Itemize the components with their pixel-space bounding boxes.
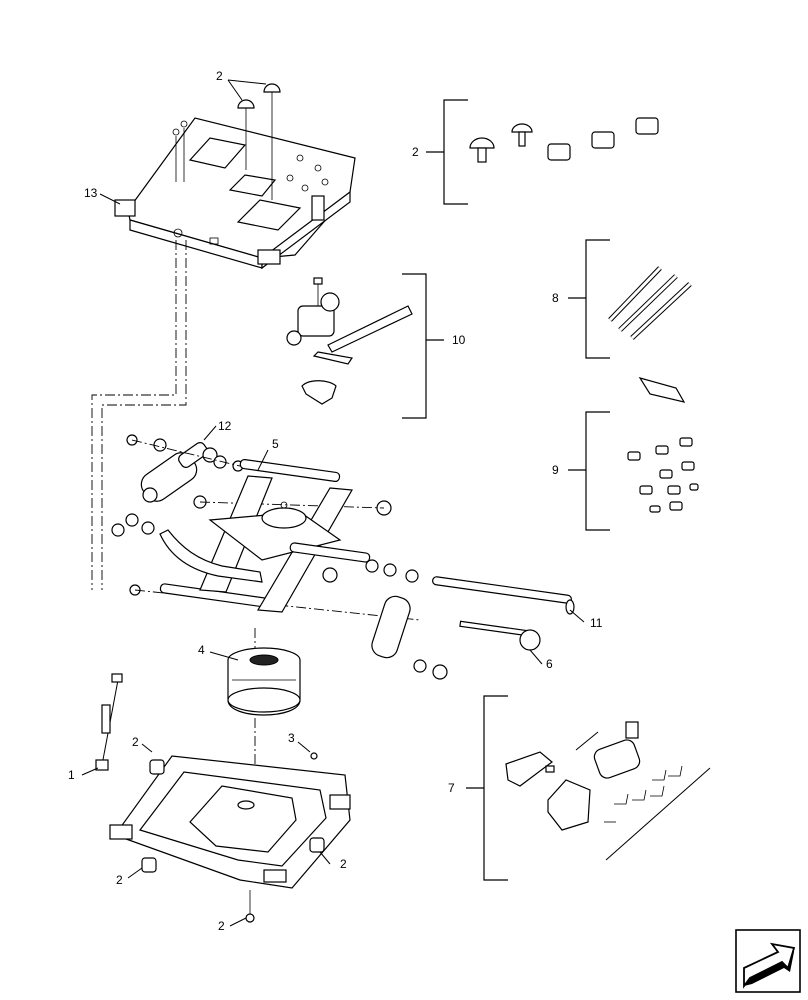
callout-13: 13 [84, 186, 98, 200]
callout-12: 12 [218, 419, 232, 433]
leader-lines [81, 79, 585, 927]
callout-8: 8 [552, 291, 559, 305]
callout-7: 7 [448, 781, 455, 795]
adjuster-knob [459, 620, 541, 651]
bushings-washers [111, 434, 448, 680]
height-adjust-valve-lever [286, 277, 413, 405]
callout-2-right: 2 [340, 857, 347, 871]
plate-screws [172, 120, 188, 182]
scissor-frame [159, 458, 371, 613]
callout-1: 1 [68, 768, 75, 782]
callout-5: 5 [272, 437, 279, 451]
seat-mounting-plate [114, 117, 356, 270]
callout-2-bottom: 2 [218, 919, 225, 933]
fitting-kit-9 [627, 437, 699, 513]
callout-10: 10 [452, 333, 466, 347]
callout-2-top: 2 [216, 69, 223, 83]
bumper-kit-2 [469, 117, 659, 163]
callout-4: 4 [198, 643, 205, 657]
clip-part [638, 377, 686, 403]
callout-2-group: 2 [412, 145, 419, 159]
shock-absorber [140, 442, 218, 503]
rod-kit-8 [608, 266, 692, 340]
next-page-arrow-icon[interactable] [735, 929, 801, 993]
air-spring [227, 647, 301, 716]
callout-9: 9 [552, 463, 559, 477]
rubber-bumpers-top [237, 83, 281, 200]
cable [95, 673, 123, 771]
callout-3: 3 [288, 731, 295, 745]
long-shaft [432, 576, 575, 615]
callout-2-lowleft: 2 [116, 873, 123, 887]
compressor-kit-7 [505, 721, 711, 861]
gas-spring [371, 595, 411, 659]
base-frame [109, 755, 351, 889]
callout-2-left: 2 [132, 735, 139, 749]
base-bumpers [141, 752, 325, 923]
callout-11: 11 [590, 616, 603, 630]
callout-6: 6 [546, 657, 553, 671]
